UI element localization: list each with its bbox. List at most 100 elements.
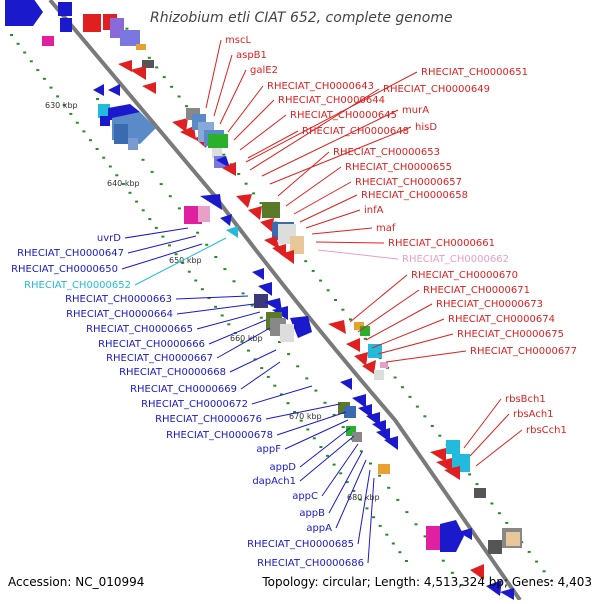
gene-label[interactable]: RHECIAT_CH0000686	[257, 558, 364, 569]
gene-label[interactable]: RHECIAT_CH0000667	[106, 353, 213, 364]
gene-label[interactable]: RHECIAT_CH0000653	[333, 147, 440, 158]
gene-label[interactable]: RHECIAT_CH0000650	[11, 264, 118, 275]
kbp-label: 660 kbp	[230, 334, 263, 343]
tick-dot	[286, 402, 290, 405]
gene-label[interactable]: RHECIAT_CH0000670	[411, 270, 518, 281]
gene-label[interactable]: RHECIAT_CH0000676	[155, 414, 262, 425]
gene-label[interactable]: appA	[306, 523, 332, 534]
gene-label[interactable]: rbsCch1	[526, 425, 567, 436]
leader-line	[229, 349, 277, 373]
gene-label[interactable]: RHECIAT_CH0000662	[402, 254, 509, 265]
tick-dot	[259, 316, 263, 319]
gene-label[interactable]: RHECIAT_CH0000645	[290, 110, 397, 121]
gene-label[interactable]: RHECIAT_CH0000666	[98, 339, 205, 350]
gene-label[interactable]: RHECIAT_CH0000675	[457, 329, 564, 340]
leader-line	[367, 477, 375, 564]
gene-label[interactable]: RHECIAT_CH0000655	[345, 162, 452, 173]
gene-label[interactable]: RHECIAT_CH0000665	[86, 324, 193, 335]
tick-dot	[141, 158, 145, 161]
tick-dot	[408, 395, 412, 398]
tick-dot	[155, 66, 159, 69]
gene-label[interactable]: infA	[364, 205, 384, 216]
tick-dot	[125, 27, 129, 30]
gene-label[interactable]: hisD	[415, 122, 437, 133]
gene-label[interactable]: galE2	[250, 65, 278, 76]
tick-dot	[405, 560, 408, 562]
leader-line	[175, 295, 249, 300]
tick-dot	[56, 95, 60, 98]
tick-dot	[348, 318, 352, 321]
gene-label[interactable]: RHECIAT_CH0000649	[383, 84, 490, 95]
gene-label[interactable]: uvrD	[97, 233, 121, 244]
leader-line	[357, 469, 371, 545]
leader-line	[377, 333, 454, 355]
leader-line	[261, 109, 399, 177]
gene-label[interactable]: RHECIAT_CH0000647	[17, 248, 124, 259]
tick-dot	[10, 34, 13, 36]
leader-line	[205, 39, 222, 109]
gene-label[interactable]: RHECIAT_CH0000669	[130, 384, 237, 395]
tick-dot	[227, 323, 231, 326]
gene-label[interactable]: dapAch1	[252, 476, 296, 487]
tick-dot	[345, 481, 349, 484]
tick-dot	[550, 580, 553, 582]
gene-label[interactable]: RHECIAT_CH0000664	[66, 309, 173, 320]
tick-dot	[150, 170, 154, 173]
tick-dot	[293, 411, 297, 413]
leader-line	[463, 398, 502, 449]
gene-label[interactable]: RHECIAT_CH0000643	[267, 81, 374, 92]
tick-dot	[240, 340, 244, 343]
leader-line	[219, 69, 247, 125]
gene-label[interactable]: RHECIAT_CH0000661	[388, 238, 495, 249]
gene-label[interactable]: RHECIAT_CH0000674	[448, 314, 555, 325]
leader-line	[469, 413, 510, 457]
tick-dot	[75, 121, 79, 124]
tick-dot	[287, 353, 291, 356]
tick-dot	[423, 415, 427, 418]
tick-dot	[174, 253, 178, 256]
gene-label[interactable]: mscL	[225, 35, 251, 46]
gene-label[interactable]: RHECIAT_CH0000668	[119, 367, 226, 378]
gene-label[interactable]: RHECIAT_CH0000678	[166, 430, 273, 441]
leader-line	[196, 311, 261, 330]
leader-line	[251, 385, 313, 405]
tick-dot	[334, 299, 337, 301]
leader-line	[239, 114, 287, 151]
tick-dot	[222, 153, 226, 156]
leader-line	[371, 318, 445, 349]
gene-label[interactable]: appC	[292, 491, 318, 502]
gene-label[interactable]: RHECIAT_CH0000658	[361, 190, 468, 201]
gene-label[interactable]: RHECIAT_CH0000677	[470, 346, 577, 357]
gene-label[interactable]: RHECIAT_CH0000651	[421, 67, 528, 78]
tick-dot	[296, 365, 300, 368]
gene-label[interactable]: appB	[299, 508, 325, 519]
gene-label[interactable]: maf	[376, 223, 396, 234]
gene-label[interactable]: RHECIAT_CH0000652	[24, 280, 131, 291]
leader-line	[134, 237, 227, 286]
gene-label[interactable]: RHECIAT_CH0000663	[65, 294, 172, 305]
gene-label[interactable]: rbsBch1	[505, 394, 546, 405]
gene-label[interactable]: RHECIAT_CH0000644	[278, 95, 385, 106]
tick-dot	[247, 349, 250, 352]
tick-dot	[232, 280, 236, 283]
tick-dot	[29, 60, 33, 63]
tick-dot	[223, 268, 227, 271]
leader-line	[127, 235, 197, 254]
gene-label[interactable]: RHECIAT_CH0000672	[141, 399, 248, 410]
gene-label[interactable]: aspB1	[236, 50, 267, 61]
gene-label[interactable]: rbsAch1	[513, 409, 554, 420]
gene-label[interactable]: RHECIAT_CH0000648	[302, 126, 409, 137]
gene-label[interactable]: RHECIAT_CH0000671	[423, 285, 530, 296]
gene-label[interactable]: murA	[402, 105, 429, 116]
gene-label[interactable]: RHECIAT_CH0000685	[247, 539, 354, 550]
kbp-label: 650 kbp	[169, 256, 202, 265]
leader-line	[121, 243, 203, 270]
gene-label[interactable]: RHECIAT_CH0000657	[355, 177, 462, 188]
tick-dot	[527, 550, 531, 553]
tick-dot	[438, 434, 442, 437]
gene-label[interactable]: RHECIAT_CH0000673	[436, 299, 543, 310]
gene-label[interactable]: appF	[256, 444, 281, 455]
gene-label[interactable]: appD	[269, 462, 296, 473]
